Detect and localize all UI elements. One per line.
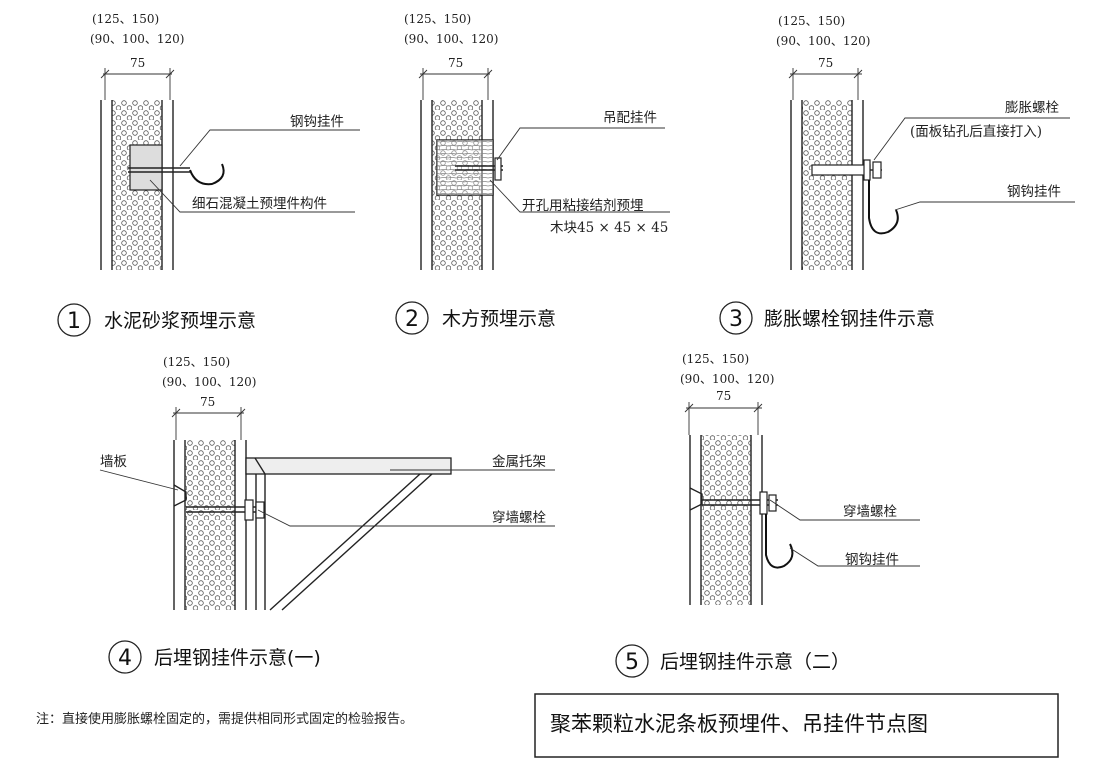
figure-number: 1 bbox=[67, 309, 81, 334]
label-steel-hook: 钢钩挂件 bbox=[290, 114, 344, 130]
figure-4: (125、150) (90、100、120) 75 bbox=[99, 355, 555, 674]
dim-thick-main: (90、100、120) bbox=[404, 32, 498, 46]
label-adhesive-embed: 开孔用粘接结剂预埋 bbox=[522, 197, 644, 214]
figure-number: 2 bbox=[405, 307, 419, 332]
dim-thick-alt: (125、150) bbox=[778, 14, 845, 28]
label-wood-size: 木块45 × 45 × 45 bbox=[550, 220, 668, 236]
dim-75: 75 bbox=[200, 395, 215, 409]
wall-panel bbox=[689, 435, 763, 605]
label-through-bolt: 穿墙螺栓 bbox=[843, 504, 897, 520]
dim-75: 75 bbox=[818, 56, 833, 70]
label-wall-panel: 墙板 bbox=[100, 454, 127, 470]
label-hanger: 吊配挂件 bbox=[603, 110, 657, 126]
dim-75: 75 bbox=[716, 389, 731, 403]
figure-5: (125、150) (90、100、120) 75 bbox=[615, 352, 920, 678]
wall-panel bbox=[173, 440, 247, 610]
figure-number-circle bbox=[57, 303, 91, 337]
dim-thick-alt: (125、150) bbox=[163, 355, 230, 369]
figure-caption: 后埋钢挂件示意(一) bbox=[154, 647, 321, 669]
dim-line bbox=[788, 68, 863, 100]
label-metal-bracket: 金属托架 bbox=[492, 454, 546, 470]
embedded-block bbox=[128, 144, 225, 191]
figure-caption: 膨胀螺栓钢挂件示意 bbox=[764, 308, 935, 330]
label-concrete-embed: 细石混凝土预埋件构件 bbox=[192, 196, 327, 212]
footnote: 注：直接使用膨胀螺栓固定的，需提供相同形式固定的检验报告。 bbox=[36, 711, 413, 727]
label-steel-hook: 钢钩挂件 bbox=[1007, 184, 1061, 200]
leaders-5 bbox=[769, 499, 920, 567]
figure-number-circle bbox=[615, 644, 649, 678]
leaders-2 bbox=[489, 127, 670, 213]
figure-number-circle bbox=[108, 640, 142, 674]
figure-3: (125、150) (90、100、120) 75 膨胀螺 bbox=[719, 14, 1075, 335]
label-steel-hook: 钢钩挂件 bbox=[845, 552, 899, 568]
dim-75: 75 bbox=[448, 56, 463, 70]
figure-number: 4 bbox=[118, 646, 132, 671]
figure-caption: 水泥砂浆预埋示意 bbox=[104, 310, 256, 332]
label-drill-note: (面板钻孔后直接打入) bbox=[910, 123, 1042, 140]
figure-caption: 木方预埋示意 bbox=[442, 308, 556, 330]
title-block: 聚苯颗粒水泥条板预埋件、吊挂件节点图 bbox=[534, 693, 1059, 758]
leaders-3 bbox=[873, 117, 1075, 211]
figure-1: (125、150) (90、100、120) 75 钢钩挂件 细 bbox=[57, 12, 360, 337]
expansion-bolt bbox=[811, 159, 899, 235]
dim-thick-alt: (125、150) bbox=[92, 12, 159, 26]
figure-caption: 后埋钢挂件示意（二） bbox=[660, 651, 850, 673]
dim-line bbox=[171, 407, 246, 440]
metal-bracket bbox=[245, 457, 452, 611]
leaders-4 bbox=[99, 469, 555, 527]
dim-line bbox=[418, 68, 493, 100]
figure-2: (125、150) (90、100、120) 75 吊配挂 bbox=[395, 12, 670, 335]
wall-panel bbox=[790, 100, 864, 270]
dim-thick-main: (90、100、120) bbox=[680, 372, 774, 386]
dim-thick-main: (90、100、120) bbox=[90, 32, 184, 46]
figure-number: 5 bbox=[625, 650, 639, 675]
through-bolt-hook bbox=[702, 491, 794, 569]
dim-thick-alt: (125、150) bbox=[682, 352, 749, 366]
dim-thick-main: (90、100、120) bbox=[162, 375, 256, 389]
dim-thick-main: (90、100、120) bbox=[776, 34, 870, 48]
label-through-bolt: 穿墙螺栓 bbox=[492, 510, 546, 526]
through-bolt bbox=[186, 499, 265, 521]
label-expansion-bolt: 膨胀螺栓 bbox=[1005, 100, 1059, 116]
figure-number: 3 bbox=[729, 307, 743, 332]
dim-75: 75 bbox=[130, 56, 145, 70]
dim-thick-alt: (125、150) bbox=[404, 12, 471, 26]
dim-line bbox=[100, 68, 175, 100]
figure-number-circle bbox=[719, 301, 753, 335]
leaders-1 bbox=[149, 129, 360, 213]
dim-line bbox=[684, 402, 763, 435]
figure-number-circle bbox=[395, 301, 429, 335]
wood-block bbox=[436, 139, 503, 196]
drawing-title: 聚苯颗粒水泥条板预埋件、吊挂件节点图 bbox=[550, 712, 928, 736]
